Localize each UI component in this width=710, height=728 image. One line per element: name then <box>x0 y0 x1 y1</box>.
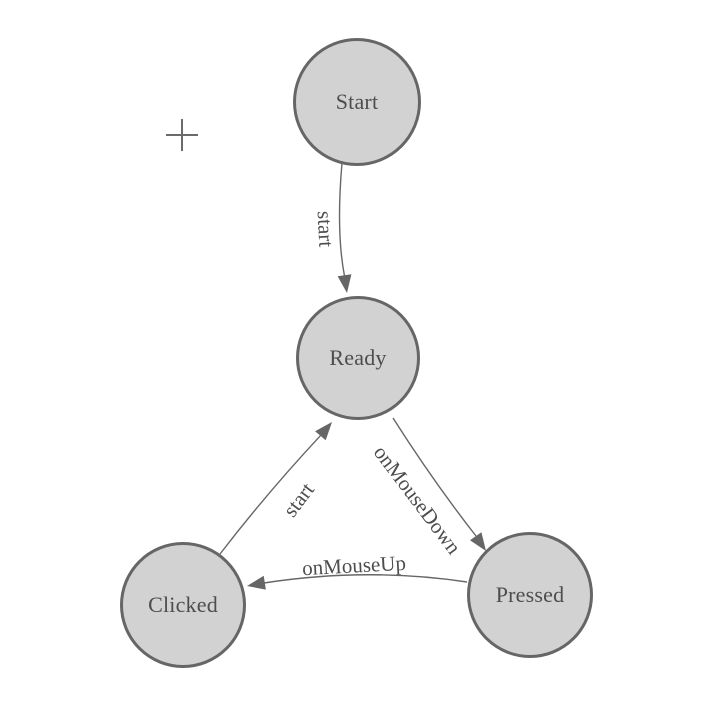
edge-start-to-ready-arrowhead-icon <box>337 274 352 293</box>
state-node-ready-label: Ready <box>329 345 387 370</box>
edge-pressed-to-clicked[interactable] <box>263 574 468 584</box>
state-node-start[interactable]: Start <box>293 38 421 166</box>
state-node-clicked[interactable]: Clicked <box>120 542 246 668</box>
edge-pressed-to-clicked-arrowhead-icon <box>247 575 266 590</box>
edge-start-to-ready[interactable] <box>338 162 346 277</box>
edge-ready-to-pressed-arrowhead-icon <box>470 532 486 551</box>
edge-clicked-to-ready[interactable] <box>219 435 321 555</box>
state-node-pressed-label: Pressed <box>495 582 565 607</box>
state-node-start-label: Start <box>335 89 379 114</box>
state-node-clicked-label: Clicked <box>148 592 218 617</box>
edge-clicked-to-ready-arrowhead-icon <box>315 422 332 441</box>
edge-ready-to-pressed[interactable] <box>392 417 477 537</box>
state-node-pressed[interactable]: Pressed <box>467 532 593 658</box>
edge-label-start-to-ready[interactable]: start <box>312 210 339 248</box>
origin-crosshair-icon <box>166 119 198 151</box>
state-node-ready[interactable]: Ready <box>296 296 420 420</box>
